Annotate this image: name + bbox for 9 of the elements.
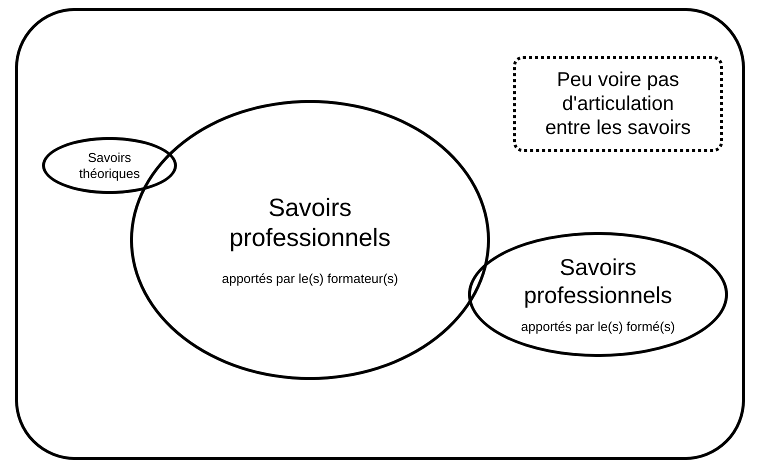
set-title: Savoirs théoriques xyxy=(78,150,141,182)
rounded-frame xyxy=(15,8,745,460)
set-title: Savoirs professionnels xyxy=(228,193,392,254)
set-ellipse xyxy=(42,137,177,194)
set-subtitle: apportés par le(s) formateur(s) xyxy=(222,271,398,287)
note-box: Peu voire pas d'articulation entre les savoirs xyxy=(513,56,723,152)
set-subtitle: apportés par le(s) formé(s) xyxy=(521,319,675,335)
set-ellipse xyxy=(468,232,728,357)
set-title: Savoirs professionnels xyxy=(522,254,674,310)
